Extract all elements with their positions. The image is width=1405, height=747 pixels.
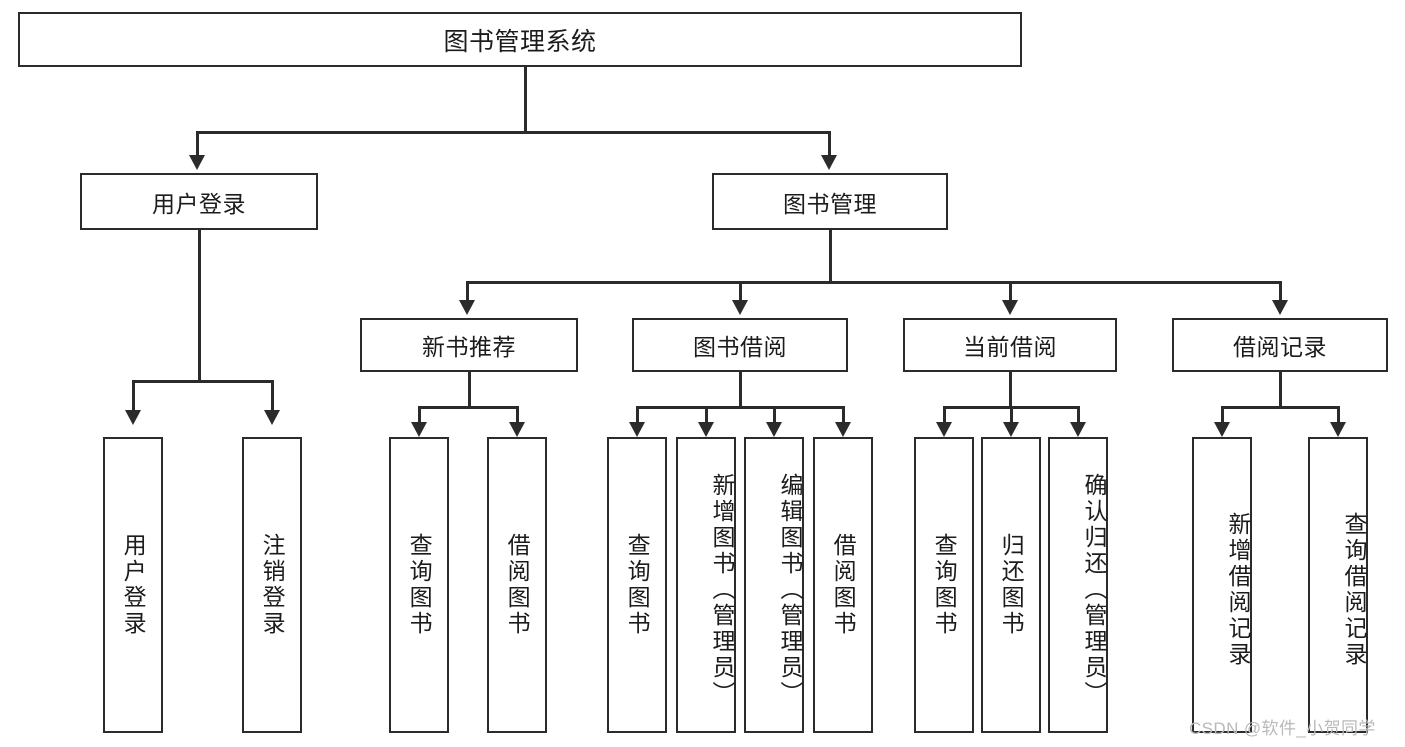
leaf-current-borrow-return-book[interactable]: 归还图书: [981, 437, 1041, 733]
connector-root-bus: [196, 131, 828, 134]
connector-bm-to-current-borrow: [1009, 281, 1012, 302]
arrow-bm-to-new-book: [459, 300, 475, 315]
connector-cb-to-leaf-2: [1010, 406, 1013, 427]
arrow-bb-to-leaf-4: [835, 422, 851, 437]
connector-book-borrow-bus: [636, 406, 844, 409]
connector-nb-to-leaf-1: [418, 406, 421, 427]
node-user-login[interactable]: 用户登录: [80, 173, 318, 230]
leaf-new-book-borrow-book[interactable]: 借阅图书: [487, 437, 547, 733]
arrow-bb-to-leaf-3: [766, 422, 782, 437]
node-current-borrow[interactable]: 当前借阅: [903, 318, 1117, 372]
connector-user-login-stem: [198, 230, 201, 382]
connector-bb-to-leaf-2: [705, 406, 708, 427]
connector-root-stem: [524, 67, 527, 133]
node-new-book-recommend[interactable]: 新书推荐: [360, 318, 578, 372]
connector-bb-to-leaf-3: [773, 406, 776, 427]
leaf-book-borrow-edit-book-admin[interactable]: 编辑图书（管理员）: [744, 437, 804, 733]
arrow-user-login-to-leaf-2: [264, 410, 280, 425]
leaf-current-borrow-confirm-return-admin[interactable]: 确认归还（管理员）: [1048, 437, 1108, 733]
connector-bm-to-borrow-record: [1279, 281, 1282, 302]
arrow-bb-to-leaf-2: [698, 422, 714, 437]
arrow-br-to-leaf-2: [1330, 422, 1346, 437]
connector-nb-to-leaf-2: [516, 406, 519, 427]
leaf-new-book-query-book[interactable]: 查询图书: [389, 437, 449, 733]
connector-user-login-bus: [132, 380, 272, 383]
arrow-br-to-leaf-1: [1214, 422, 1230, 437]
connector-bm-to-book-borrow: [739, 281, 742, 302]
arrow-cb-to-leaf-3: [1070, 422, 1086, 437]
leaf-user-login-logout[interactable]: 注销登录: [242, 437, 302, 733]
connector-book-borrow-stem: [739, 372, 742, 408]
leaf-book-borrow-borrow-book[interactable]: 借阅图书: [813, 437, 873, 733]
connector-user-login-to-leaf-2: [271, 380, 274, 412]
arrow-root-to-book-management: [821, 155, 837, 170]
arrow-bm-to-current-borrow: [1002, 300, 1018, 315]
connector-cb-to-leaf-3: [1077, 406, 1080, 427]
connector-root-to-book-management: [828, 131, 831, 157]
connector-borrow-record-bus: [1221, 406, 1339, 409]
connector-new-book-stem: [468, 372, 471, 408]
node-book-management[interactable]: 图书管理: [712, 173, 948, 230]
arrow-bb-to-leaf-1: [629, 422, 645, 437]
node-book-management-system[interactable]: 图书管理系统: [18, 12, 1022, 67]
leaf-borrow-record-query-record[interactable]: 查询借阅记录: [1308, 437, 1368, 733]
connector-borrow-record-stem: [1279, 372, 1282, 408]
arrow-cb-to-leaf-2: [1003, 422, 1019, 437]
arrow-nb-to-leaf-2: [509, 422, 525, 437]
connector-new-book-bus: [418, 406, 518, 409]
node-book-borrow[interactable]: 图书借阅: [632, 318, 848, 372]
arrow-user-login-to-leaf-1: [125, 410, 141, 425]
arrow-bm-to-book-borrow: [732, 300, 748, 315]
node-borrow-record[interactable]: 借阅记录: [1172, 318, 1388, 372]
connector-bm-to-new-book: [466, 281, 469, 302]
connector-bb-to-leaf-1: [636, 406, 639, 427]
leaf-book-borrow-query-book[interactable]: 查询图书: [607, 437, 667, 733]
arrow-cb-to-leaf-1: [936, 422, 952, 437]
connector-cb-to-leaf-1: [943, 406, 946, 427]
connector-br-to-leaf-1: [1221, 406, 1224, 427]
connector-bb-to-leaf-4: [842, 406, 845, 427]
leaf-current-borrow-query-book[interactable]: 查询图书: [914, 437, 974, 733]
leaf-book-borrow-add-book-admin[interactable]: 新增图书（管理员）: [676, 437, 736, 733]
connector-user-login-to-leaf-1: [132, 380, 135, 412]
arrow-bm-to-borrow-record: [1272, 300, 1288, 315]
connector-current-borrow-stem: [1009, 372, 1012, 408]
connector-book-management-stem: [829, 230, 832, 283]
leaf-borrow-record-add-record[interactable]: 新增借阅记录: [1192, 437, 1252, 733]
connector-book-management-bus: [466, 281, 1282, 284]
arrow-root-to-user-login: [189, 155, 205, 170]
csdn-watermark: CSDN @软件_小贺同学: [1189, 719, 1376, 738]
leaf-user-login-login[interactable]: 用户登录: [103, 437, 163, 733]
arrow-nb-to-leaf-1: [411, 422, 427, 437]
connector-br-to-leaf-2: [1337, 406, 1340, 427]
connector-root-to-user-login: [196, 131, 199, 157]
